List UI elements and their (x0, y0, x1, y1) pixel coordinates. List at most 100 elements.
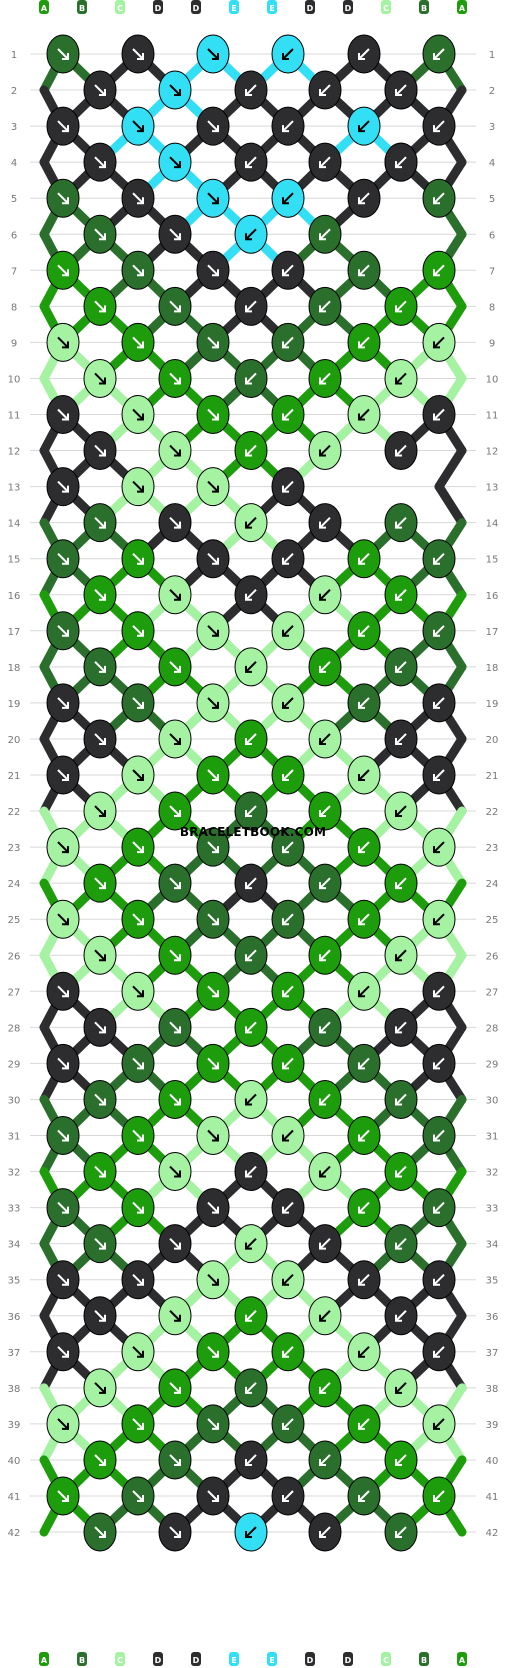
arrow-head (137, 1206, 144, 1214)
knot (347, 1476, 381, 1516)
knot (158, 1007, 192, 1047)
arrow-icon (57, 769, 69, 781)
knot (234, 1007, 268, 1047)
row-number-left: 4 (11, 158, 17, 169)
arrow-icon (94, 1454, 106, 1466)
row-number-left: 40 (8, 1456, 21, 1467)
row-number-right: 14 (486, 519, 499, 530)
arrow-icon (395, 1165, 407, 1178)
arrow-head (212, 341, 219, 349)
row-number-left: 5 (11, 194, 17, 205)
knot (384, 1368, 418, 1408)
arrow-icon (395, 733, 407, 745)
arrow-head (358, 774, 365, 781)
arrow-head (174, 1098, 181, 1106)
arrow-head (245, 1386, 252, 1394)
arrow-icon (395, 1454, 407, 1466)
edge-thread-right (434, 446, 467, 492)
arrow-icon (57, 192, 69, 204)
arrow-head (433, 413, 440, 421)
knot (347, 1188, 381, 1228)
arrow-icon (433, 192, 445, 204)
knot (384, 863, 418, 903)
arrow-head (174, 1458, 181, 1466)
knot (422, 1188, 456, 1228)
knot (234, 1079, 268, 1119)
arrow-head (174, 233, 181, 241)
strand-tab (115, 1652, 125, 1666)
arrow-head (282, 846, 289, 854)
strand-tab (381, 0, 391, 14)
row-number-right: 2 (489, 86, 495, 97)
arrow-head (395, 449, 402, 457)
knot (422, 106, 456, 146)
arrow-icon (245, 589, 257, 601)
knot (158, 431, 192, 471)
strand-label: B (79, 1656, 85, 1665)
knot (83, 647, 117, 687)
arrow-head (433, 53, 440, 60)
row-number-right: 4 (489, 158, 495, 169)
knot (158, 791, 192, 831)
knot (347, 683, 381, 723)
arrow-icon (57, 841, 69, 853)
arrow-icon (132, 120, 144, 132)
arrow-icon (207, 48, 219, 60)
arrow-icon (358, 1129, 370, 1142)
arrow-head (358, 1350, 365, 1358)
knot (158, 70, 192, 110)
knot (347, 611, 381, 651)
row-number-right: 18 (486, 663, 499, 674)
arrow-head (245, 665, 252, 673)
arrow-icon (94, 1021, 106, 1034)
knot (234, 719, 268, 759)
arrow-icon (57, 913, 69, 925)
arrow-head (319, 1458, 326, 1466)
knot (196, 395, 230, 434)
row-number-left: 24 (8, 879, 21, 890)
arrow-head (245, 593, 252, 601)
knot (422, 1116, 456, 1155)
arrow-icon (245, 1021, 257, 1034)
arrow-icon (207, 1418, 219, 1430)
row-number-left: 21 (8, 771, 21, 782)
arrow-head (174, 737, 181, 745)
arrow-head (245, 449, 252, 457)
knot (121, 827, 155, 867)
strand-tab (153, 1652, 163, 1666)
knot (158, 1224, 192, 1264)
knot (384, 1440, 418, 1480)
knot (46, 34, 80, 74)
arrow-head (282, 774, 289, 781)
arrow-icon (132, 192, 144, 204)
arrow-head (358, 990, 365, 998)
knot (196, 178, 230, 218)
arrow-head (137, 918, 144, 926)
knot (46, 1476, 80, 1516)
arrow-head (245, 1098, 252, 1106)
arrow-head (212, 125, 219, 133)
arrow-icon (282, 552, 294, 565)
row-number-right: 42 (486, 1528, 499, 1539)
arrow-head (319, 1098, 326, 1106)
arrow-icon (319, 805, 331, 817)
arrow-head (358, 341, 365, 349)
knot (384, 1007, 418, 1047)
arrow-icon (94, 1165, 106, 1178)
knot (308, 791, 342, 831)
arrow-head (137, 125, 144, 133)
knot (271, 1116, 305, 1155)
arrow-icon (282, 264, 294, 277)
knot (196, 899, 230, 939)
arrow-head (433, 701, 440, 709)
knot (83, 70, 117, 110)
arrow-head (395, 954, 402, 962)
row-number-right: 25 (486, 915, 499, 926)
arrow-head (433, 1206, 440, 1214)
arrow-head (358, 701, 365, 709)
row-number-left: 26 (8, 951, 21, 962)
arrow-head (358, 557, 365, 565)
arrow-icon (433, 697, 445, 709)
